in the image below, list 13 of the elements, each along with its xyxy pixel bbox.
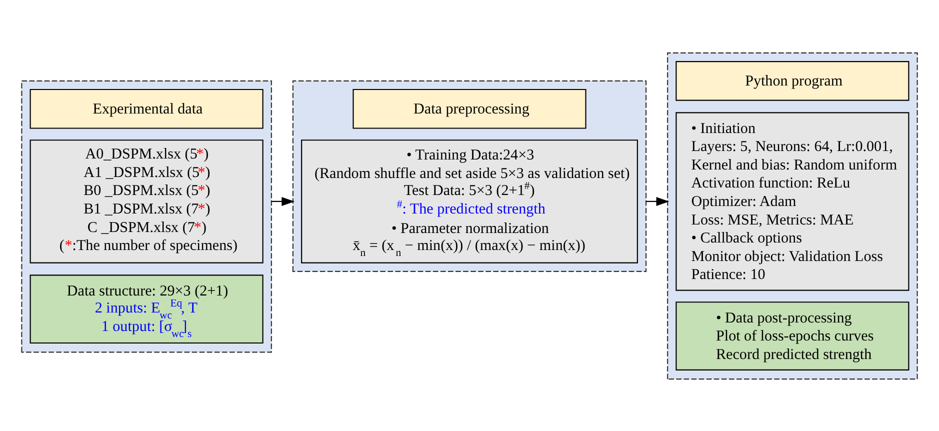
node-box: • Data post-processing Plot of loss-epochs curves Record predicted strength — [676, 301, 910, 370]
node-box: Experimental data — [30, 88, 264, 128]
cluster — [21, 80, 272, 352]
node-box: • Initiation Layers: 5, Neurons: 64, Lr:0.001, Kernel and bias: Random uniform Activation function: ReLu Optimizer: Adam Loss: MSE, Metrics: MAE • Callback options Monitor object: Validation Loss Patience: 10 — [676, 112, 910, 290]
node-box: Data structure: 29×3 (2+1) 2 inputs: E$_{wc}$$^{Eq}$, T 1 output: [σ$_{wc}$]$_{s}$ — [30, 274, 264, 344]
node-box: • Training Data:24×3 (Random shuffle and set aside 5×3 as validation set) Test Data: 5×3 (2+1$^{#}$) $^{#}$: The predicted strength • Parameter normalization x̄$_{n}$ = (x$_{n}$ − min(x)) / (max(x) − min(x)) — [301, 139, 638, 263]
arrow — [646, 196, 670, 206]
node-box: Python program — [676, 60, 910, 100]
node-box: Data preprocessing — [352, 88, 586, 128]
arrow — [271, 196, 295, 206]
cluster — [667, 52, 918, 380]
cluster — [292, 80, 647, 272]
node-box: A0_DSPM.xlsx (5*) A1 _DSPM.xlsx (5*) B0 _DSPM.xlsx (5*) B1 _DSPM.xlsx (7*) C _DSPM.xlsx (7*) (*:The number of specimens) — [30, 139, 264, 263]
